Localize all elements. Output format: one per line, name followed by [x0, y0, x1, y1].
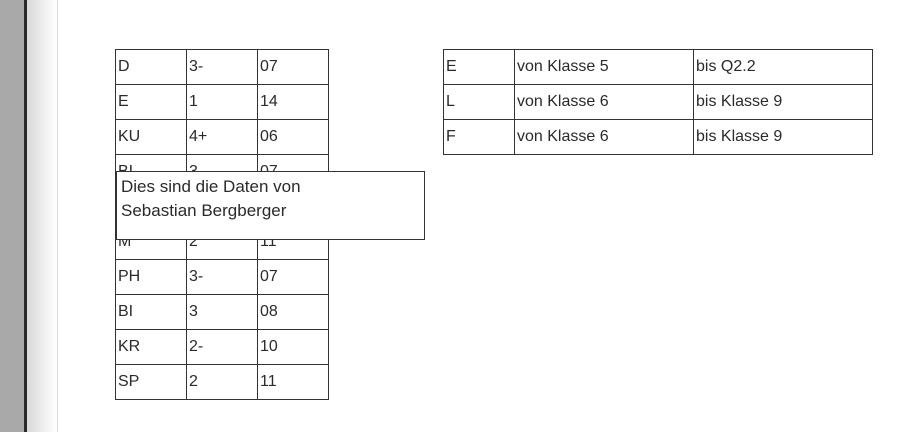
subject-cell: E [115, 84, 187, 120]
points-cell: 07 [257, 49, 329, 85]
grade-cell: 2- [186, 329, 258, 365]
page-shadow [27, 0, 57, 432]
table-row: BI 3 08 [115, 294, 329, 330]
end-class-cell: bis Klasse 9 [693, 119, 873, 155]
points-cell: 10 [257, 329, 329, 365]
table-row: SP 2 11 [115, 364, 329, 400]
start-class-cell: von Klasse 6 [514, 119, 694, 155]
subject-cell: KR [115, 329, 187, 365]
language-cell: F [443, 119, 515, 155]
tooltip-line-1: Dies sind die Daten von [121, 177, 301, 196]
start-class-cell: von Klasse 6 [514, 84, 694, 120]
points-cell: 07 [257, 259, 329, 295]
table-row: E von Klasse 5 bis Q2.2 [443, 49, 873, 85]
table-row: PH 3- 07 [115, 259, 329, 295]
end-class-cell: bis Q2.2 [693, 49, 873, 85]
points-cell: 08 [257, 294, 329, 330]
tooltip-popup: Dies sind die Daten von Sebastian Bergbe… [116, 171, 425, 240]
points-cell: 11 [257, 364, 329, 400]
table-row: E 1 14 [115, 84, 329, 120]
points-cell: 06 [257, 119, 329, 155]
points-cell: 14 [257, 84, 329, 120]
subject-cell: SP [115, 364, 187, 400]
language-cell: E [443, 49, 515, 85]
left-panel-border [24, 0, 27, 432]
subject-cell: KU [115, 119, 187, 155]
table-row: KR 2- 10 [115, 329, 329, 365]
tooltip-line-2: Sebastian Bergberger [121, 201, 287, 220]
grade-cell: 3- [186, 49, 258, 85]
languages-table: E von Klasse 5 bis Q2.2 L von Klasse 6 b… [443, 49, 873, 155]
table-row: D 3- 07 [115, 49, 329, 85]
table-row: KU 4+ 06 [115, 119, 329, 155]
grade-cell: 3 [186, 294, 258, 330]
subject-cell: PH [115, 259, 187, 295]
language-cell: L [443, 84, 515, 120]
left-gray-panel [0, 0, 24, 432]
table-row: F von Klasse 6 bis Klasse 9 [443, 119, 873, 155]
grade-cell: 4+ [186, 119, 258, 155]
subject-cell: BI [115, 294, 187, 330]
start-class-cell: von Klasse 5 [514, 49, 694, 85]
grade-cell: 2 [186, 364, 258, 400]
grade-cell: 3- [186, 259, 258, 295]
end-class-cell: bis Klasse 9 [693, 84, 873, 120]
table-row: L von Klasse 6 bis Klasse 9 [443, 84, 873, 120]
grade-cell: 1 [186, 84, 258, 120]
subject-cell: D [115, 49, 187, 85]
